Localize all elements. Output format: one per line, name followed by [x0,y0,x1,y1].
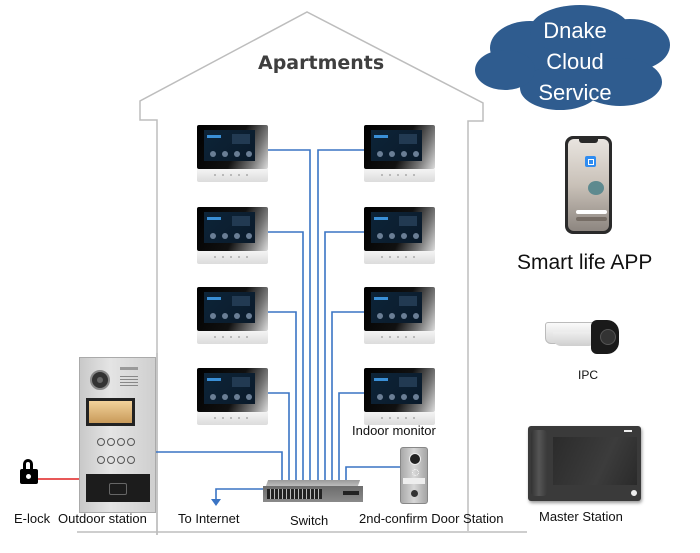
outdoor-display [86,398,135,426]
indoor-monitor [364,125,435,185]
card-reader-icon [86,474,150,502]
app-home-icon [585,156,596,167]
apartments-title: Apartments [258,52,385,74]
wire-monitor-l1 [268,149,311,480]
speaker-grille-icon [120,376,138,386]
outdoor-station-label: Outdoor station [58,511,147,526]
wire-internet [215,488,263,500]
wire-monitor-r2 [324,231,364,480]
house-outline [139,11,484,535]
smartphone-icon [565,136,612,234]
to-internet-label: To Internet [178,511,240,526]
switch-label: Switch [290,513,329,528]
handset-icon [531,430,547,496]
master-station-label: Master Station [539,509,623,524]
e-lock-label: E-lock [14,511,51,526]
cloud-service-label: Dnake Cloud Service [505,15,645,108]
indoor-monitor [197,287,268,347]
call-button-icon [411,490,418,497]
camera-lens-icon [409,453,421,465]
wire-outdoor [156,451,283,480]
wire-door [345,466,400,480]
wire-monitor-r1 [317,149,364,480]
door-station-device [400,447,428,504]
camera-lens-icon [90,370,110,390]
cloud-shape [475,5,670,110]
indoor-monitor [364,368,435,428]
ipc-label: IPC [578,368,599,382]
network-switch-device [263,480,363,504]
smart-life-app-label: Smart life APP [517,251,653,274]
ip-camera-icon [545,318,620,358]
wire-monitor-r4 [338,392,364,480]
indoor-monitor [197,207,268,267]
indoor-monitor-label: Indoor monitor [352,423,436,438]
cloud-label-line: Service [538,80,612,105]
cloud-label-line: Dnake [543,18,607,43]
switch-ports [267,489,322,499]
monitor-wires [156,149,400,506]
wire-monitor-r3 [331,311,364,480]
outdoor-station-device [79,357,156,513]
wire-monitor-l4 [268,392,290,480]
wire-monitor-l3 [268,311,297,480]
wire-monitor-l2 [268,231,304,480]
indoor-monitor [197,368,268,428]
master-station-device [528,426,641,501]
cloud-label-line: Cloud [546,49,604,74]
door-station-label: 2nd-confirm Door Station [359,511,504,526]
arrow-down-icon [211,499,221,506]
lock-icon [20,459,38,485]
indoor-monitor [364,287,435,347]
indoor-monitor [197,125,268,185]
indoor-monitor [364,207,435,267]
